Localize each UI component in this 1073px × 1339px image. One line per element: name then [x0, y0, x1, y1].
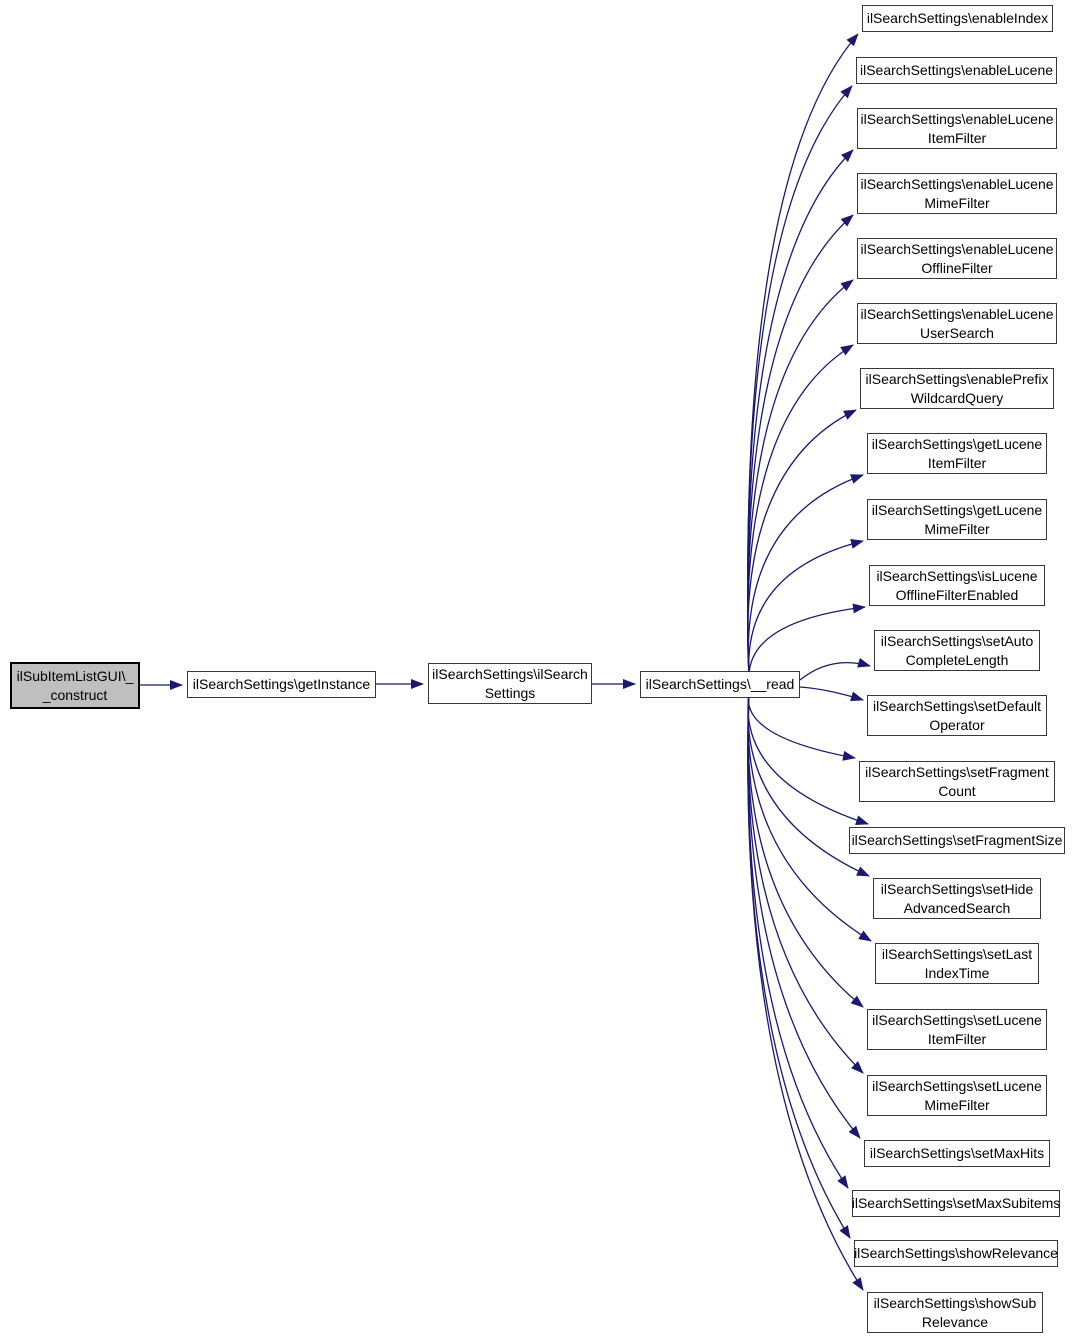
edge-read-to-showsubrelevance	[747, 692, 864, 1291]
node-read[interactable]: ilSearchSettings\__read	[640, 671, 800, 698]
edge-read-to-enableluceneitemfilter	[747, 149, 854, 676]
edge-read-to-enableluceneofflinefilter	[747, 279, 854, 676]
node-setlucenemimefilter[interactable]: ilSearchSettings\setLucene MimeFilter	[867, 1075, 1047, 1116]
node-setautocompletelength[interactable]: ilSearchSettings\setAuto CompleteLength	[874, 630, 1040, 671]
node-enableindex[interactable]: ilSearchSettings\enableIndex	[862, 5, 1053, 32]
edge-read-to-getlucenemimefilter	[748, 539, 864, 676]
node-enableluceneusersearch[interactable]: ilSearchSettings\enableLucene UserSearch	[857, 303, 1057, 344]
node-ilsearchsettings[interactable]: ilSearchSettings\ilSearch Settings	[428, 663, 592, 704]
node-ilsubitemlistgui-construct: ilSubItemListGUI\_ _construct	[10, 662, 140, 709]
node-enableprefixwildcardquery[interactable]: ilSearchSettings\enablePrefix WildcardQu…	[860, 368, 1054, 409]
edge-read-to-enableluceneusersearch	[747, 344, 854, 676]
edge-read-to-setlucenemimefilter	[747, 692, 864, 1074]
node-sethideadvancedsearch[interactable]: ilSearchSettings\setHide AdvancedSearch	[873, 878, 1041, 919]
edge-read-to-enablelucene	[747, 85, 853, 676]
node-setfragmentcount[interactable]: ilSearchSettings\setFragment Count	[859, 761, 1055, 802]
node-showsubrelevance[interactable]: ilSearchSettings\showSub Relevance	[867, 1292, 1043, 1333]
node-isluceneofflinefilterenabled[interactable]: ilSearchSettings\isLucene OfflineFilterE…	[869, 565, 1045, 606]
edge-read-to-setluceneitemfilter	[747, 692, 864, 1008]
edge-read-to-setlastindextime	[747, 692, 872, 942]
node-setdefaultoperator[interactable]: ilSearchSettings\setDefault Operator	[867, 695, 1047, 736]
edge-read-to-setfragmentsize	[747, 692, 869, 826]
edge-read-to-setmaxsubitems	[747, 692, 849, 1189]
edge-read-to-setdefaultoperator	[799, 686, 864, 702]
node-setlastindextime[interactable]: ilSearchSettings\setLast IndexTime	[875, 943, 1039, 984]
node-setfragmentsize[interactable]: ilSearchSettings\setFragmentSize	[849, 827, 1065, 854]
edge-read-to-setfragmentcount	[747, 692, 856, 761]
node-setmaxhits[interactable]: ilSearchSettings\setMaxHits	[864, 1140, 1050, 1167]
edge-read-to-getluceneitemfilter	[747, 474, 864, 676]
node-setluceneitemfilter[interactable]: ilSearchSettings\setLucene ItemFilter	[867, 1009, 1047, 1050]
node-enableluceneofflinefilter[interactable]: ilSearchSettings\enableLucene OfflineFil…	[857, 238, 1057, 279]
node-getluceneitemfilter[interactable]: ilSearchSettings\getLucene ItemFilter	[867, 433, 1047, 474]
node-getinstance[interactable]: ilSearchSettings\getInstance	[187, 671, 376, 698]
node-enablelucenemimefilter[interactable]: ilSearchSettings\enableLucene MimeFilter	[857, 173, 1057, 214]
edge-read-to-enableprefixwildcardquery	[747, 409, 857, 676]
edge-read-to-setautocompletelength	[799, 657, 871, 681]
edge-read-to-isluceneofflinefilterenabled	[748, 603, 866, 676]
node-enablelucene[interactable]: ilSearchSettings\enableLucene	[856, 57, 1057, 84]
node-getlucenemimefilter[interactable]: ilSearchSettings\getLucene MimeFilter	[867, 499, 1047, 540]
node-enableluceneitemfilter[interactable]: ilSearchSettings\enableLucene ItemFilter	[857, 108, 1057, 149]
edge-read-to-enableindex	[747, 33, 859, 676]
node-setmaxsubitems[interactable]: ilSearchSettings\setMaxSubitems	[852, 1190, 1060, 1217]
edge-read-to-showrelevance	[747, 692, 851, 1239]
node-showrelevance[interactable]: ilSearchSettings\showRelevance	[854, 1240, 1058, 1267]
